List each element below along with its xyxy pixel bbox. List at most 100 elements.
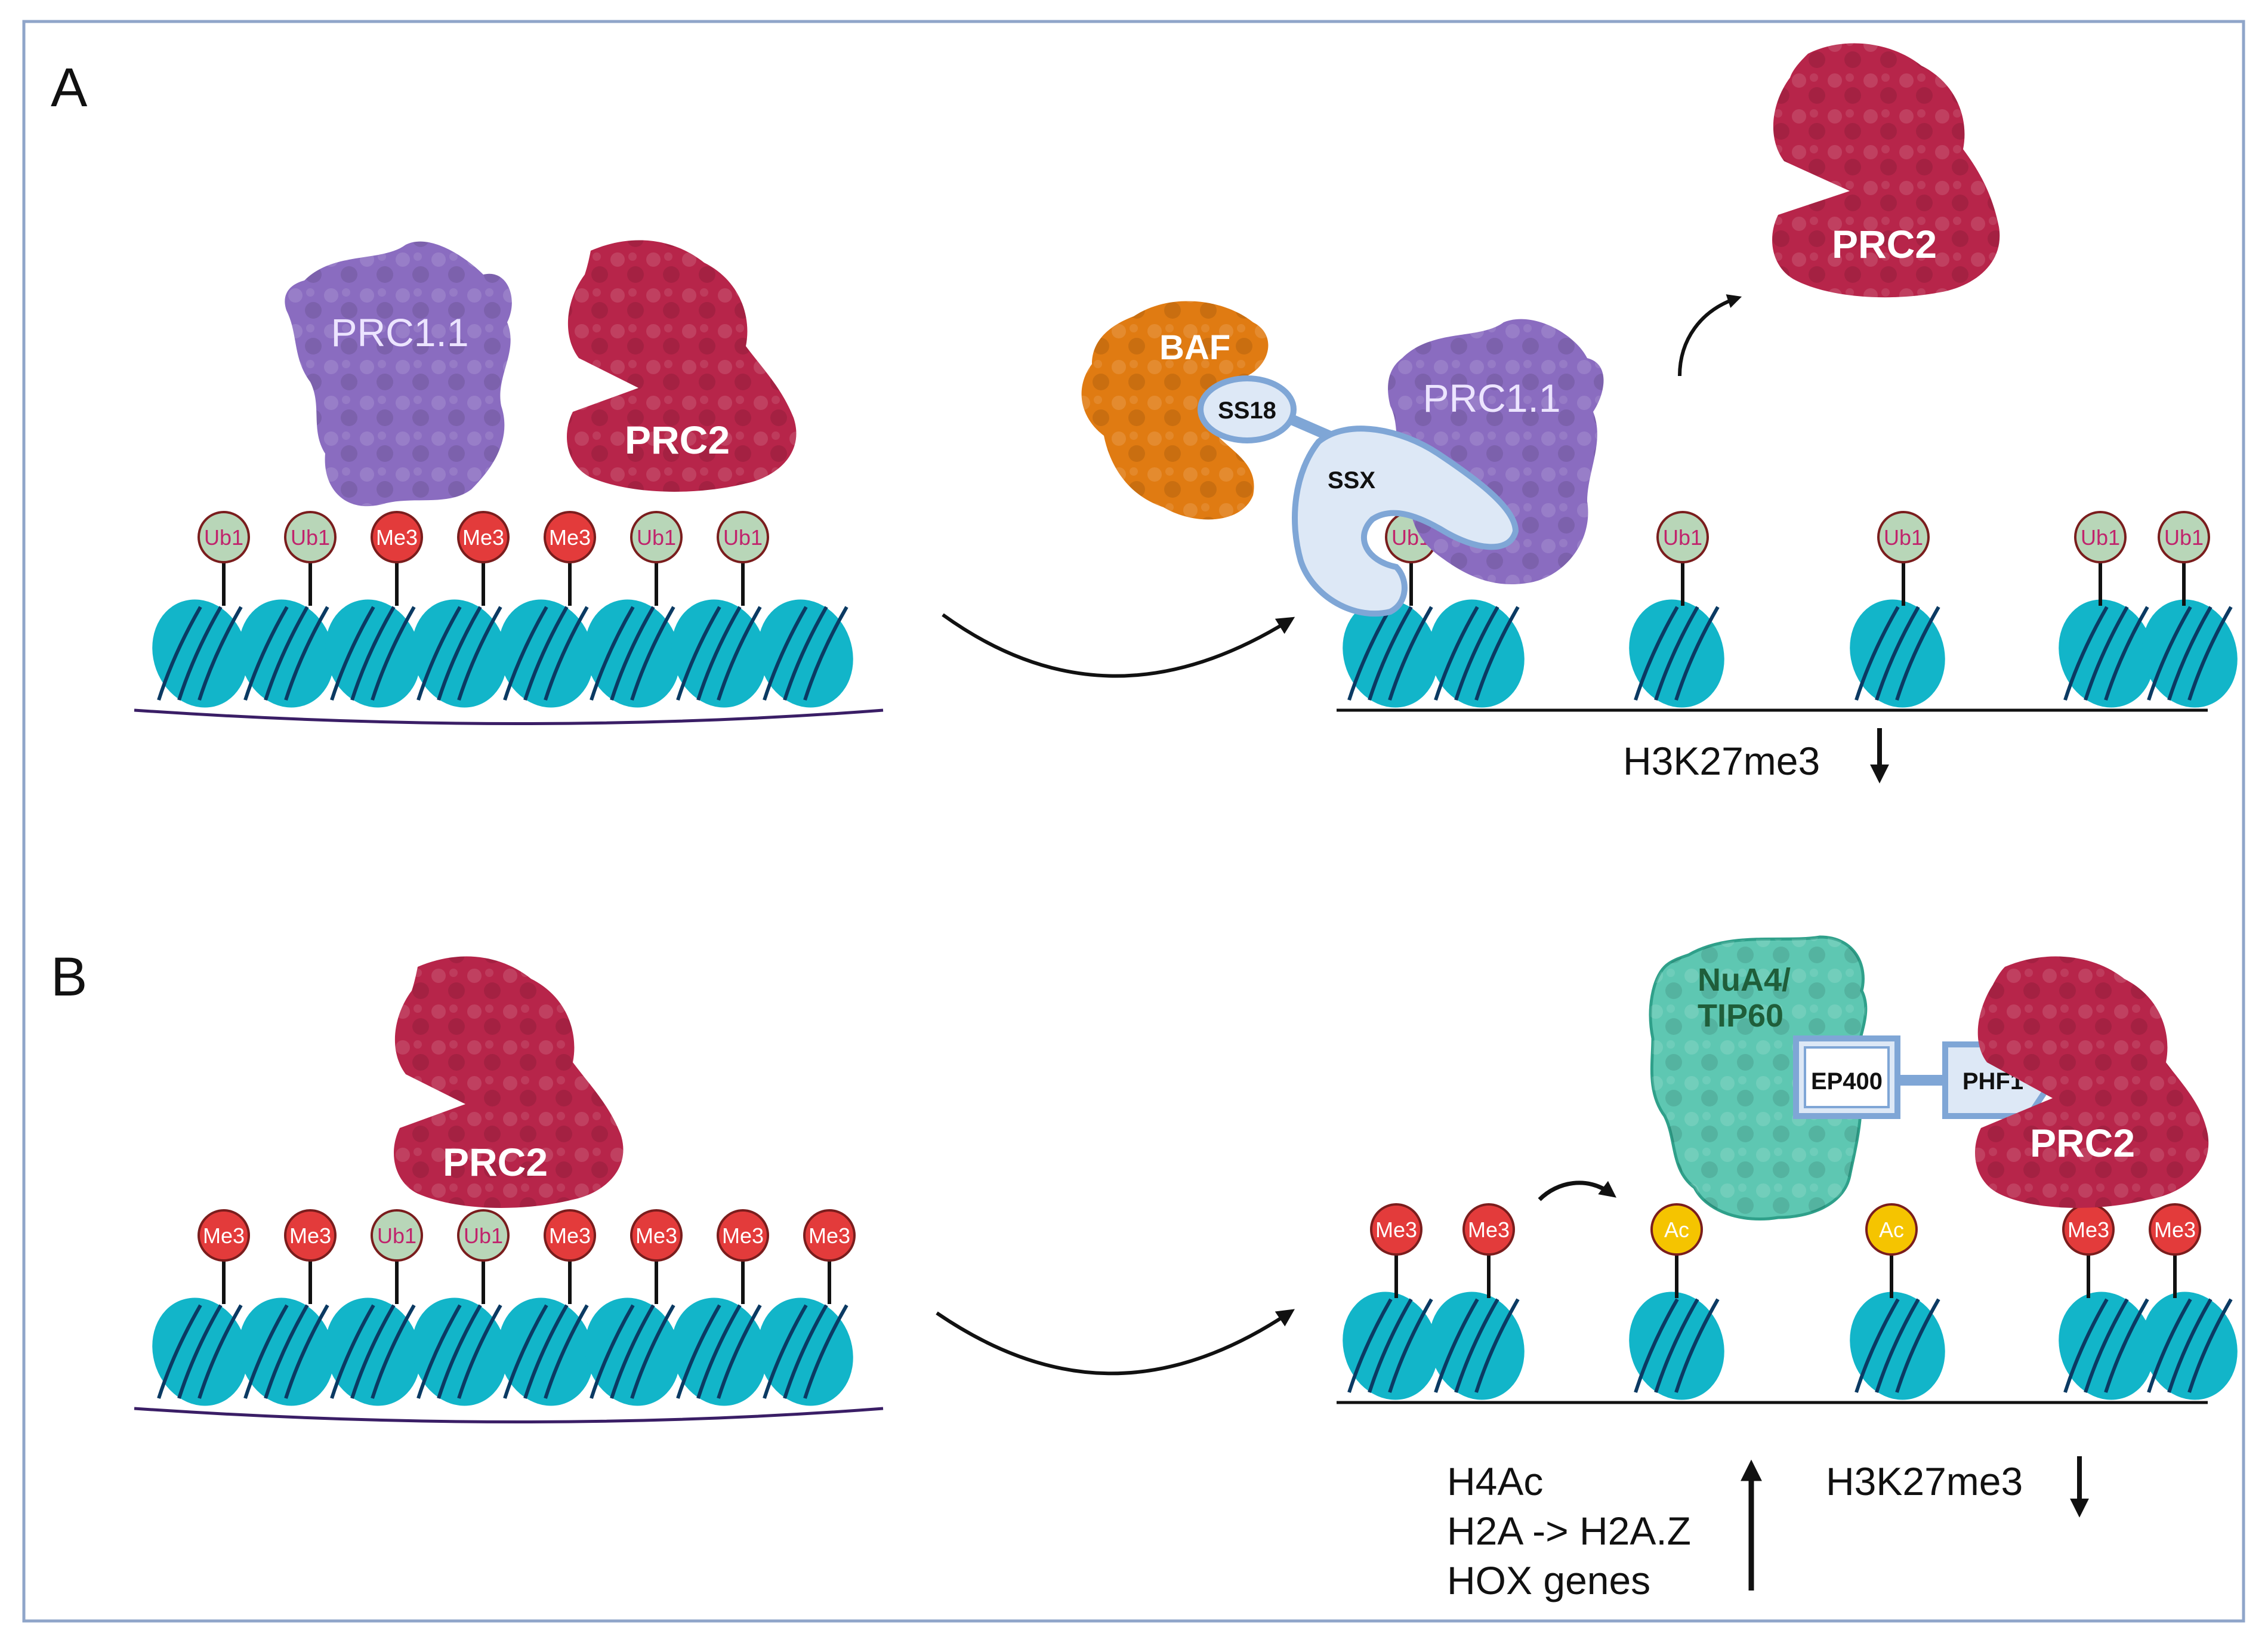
histone-mark-label: Me3 [549,525,591,550]
histone-mark: Me3 [803,1209,856,1304]
histone-mark: Me3 [544,1209,596,1304]
histone-mark: Me3 [630,1209,683,1304]
increase-item: H4Ac [1447,1459,1543,1503]
histone-mark: Ub1 [371,1209,423,1304]
prc2-released-complex: PRC2 [1772,43,2000,298]
prc2-complex: PRC2 [567,240,797,492]
histone-mark: Me3 [1462,1203,1515,1298]
prc2-label: PRC2 [625,418,730,462]
nucleosome [325,1297,421,1406]
prc2-complex: PRC2 [394,956,624,1208]
nucleosome [2142,1292,2238,1400]
nucleosome [671,599,767,708]
histone-mark: Me3 [371,511,423,606]
histone-mark: Me3 [2149,1203,2201,1298]
prc2-released-label: PRC2 [1832,222,1937,266]
histone-mark-label: Me3 [2154,1218,2196,1242]
transition-arrow [936,1309,1295,1376]
histone-mark-label: Ac [1664,1218,1689,1242]
histone-mark-label: Ub1 [2081,525,2120,550]
histone-mark: Ub1 [2158,511,2210,606]
histone-mark-label: Me3 [1375,1218,1417,1242]
histone-mark: Me3 [198,1209,250,1304]
histone-mark-label: Me3 [1468,1218,1510,1242]
histone-mark-label: Ub1 [723,525,763,550]
nua4-tip60-complex: NuA4/ TIP60 [1649,935,1868,1221]
histone-mark: Me3 [457,511,510,606]
nucleosome [239,599,334,708]
baf-label: BAF [1159,328,1230,367]
nucleosome [2059,599,2154,708]
histone-mark: Ac [1650,1203,1703,1298]
histone-mark-label: Ub1 [637,525,676,550]
ss18-label: SS18 [1218,397,1276,424]
ep400-label: EP400 [1811,1068,1883,1095]
nucleosome [498,1297,594,1406]
prc1-1-complex: PRC1.1 [285,241,512,507]
histone-mark-label: Ub1 [204,525,243,550]
h3k27me3-label: H3K27me3 [1826,1459,2023,1503]
nua4-label-line2: TIP60 [1698,998,1783,1034]
nucleosome [1629,1292,1724,1400]
histone-mark: Me3 [717,1209,769,1304]
prc1-1-bound-label: PRC1.1 [1422,376,1560,420]
nucleosome [412,599,507,708]
histone-mark: Ub1 [717,511,769,606]
compact-chromatin: Ub1 Ub1 Me3 Me3 Me3 Ub1 Ub1 [134,511,884,725]
nucleosome [585,599,680,708]
h3k27me3-label: H3K27me3 [1623,739,1820,783]
histone-mark-label: Ub1 [291,525,330,550]
histone-mark-label: Ub1 [1884,525,1923,550]
histone-mark-label: Ub1 [2164,525,2204,550]
prc2-recruited-label: PRC2 [2030,1121,2135,1165]
histone-mark: Ub1 [457,1209,510,1304]
prc2-label: PRC2 [443,1140,548,1184]
acetylation-arrow [1538,1181,1616,1201]
increase-item: HOX genes [1447,1558,1650,1602]
histone-mark: Ub1 [198,511,250,606]
figure-frame [22,20,2245,1623]
histone-mark: Ub1 [1877,511,1930,606]
prc1-1-complex-bound: PRC1.1 [1388,319,1604,584]
transition-arrow [942,613,1295,678]
histone-mark-label: Me3 [289,1223,331,1248]
prc1-1-label: PRC1.1 [331,310,468,355]
nucleosome [1429,599,1525,708]
histone-mark: Ub1 [284,511,337,606]
prc2-complex-recruited: PRC2 [1975,956,2209,1208]
ssx-label: SSX [1328,467,1375,494]
nucleosome [1343,1292,1438,1400]
histone-mark-label: Me3 [2068,1218,2109,1242]
panel-b-letter: B [51,947,87,1007]
nucleosome [671,1297,767,1406]
nucleosome [325,599,421,708]
histone-mark: Ub1 [1656,511,1709,606]
histone-mark-label: Me3 [549,1223,591,1248]
nucleosome [412,1297,507,1406]
nucleosome [152,1297,248,1406]
panel-a-letter: A [51,57,88,118]
nucleosome [1343,599,1438,708]
nucleosome [758,599,853,708]
histone-mark: Me3 [2062,1203,2115,1298]
nucleosome [758,1297,853,1406]
histone-mark: Ub1 [630,511,683,606]
ep400-phf1-link: EP400 PHF1 [1793,1035,2057,1119]
increase-list: H4Ac H2A -> H2A.Z HOX genes [1447,1459,1691,1602]
nucleosome [152,599,248,708]
nucleosome [1850,599,1945,708]
nucleosome [239,1297,334,1406]
histone-mark: Ub1 [2074,511,2127,606]
nucleosome [2142,599,2238,708]
ss18-ssx-fusion: SSX SS18 [1198,375,1519,617]
nucleosome [1429,1292,1525,1400]
histone-mark: Me3 [284,1209,337,1304]
nua4-label-line1: NuA4/ [1698,962,1791,998]
nucleosome [2059,1292,2154,1400]
